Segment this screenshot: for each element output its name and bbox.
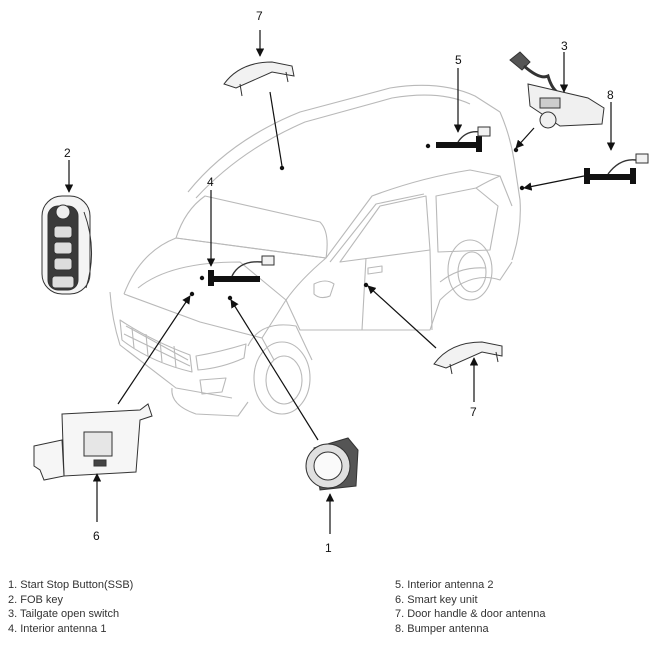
legend-item-1: 1. Start Stop Button(SSB) <box>8 579 134 591</box>
bumper-antenna-illustration <box>584 153 649 184</box>
callout-5: 5 <box>455 53 462 67</box>
legend-item-4: 4. Interior antenna 1 <box>8 622 107 635</box>
legend-item-2: 2. FOB key <box>8 593 64 606</box>
callout-4: 4 <box>207 175 214 189</box>
legend-item-3: 3. Tailgate open switch <box>8 608 120 620</box>
legend-item-8: 8. Bumper antenna <box>395 622 489 635</box>
smart-key-system-diagram: 1 2 3 4 5 6 7 7 8 <box>33 9 649 555</box>
legend-left-column: 1. Start Stop Button(SSB) 2. FOB key 3. … <box>8 578 133 636</box>
callout-7-bottom: 7 <box>470 405 477 419</box>
leader-lines <box>64 30 616 534</box>
location-dots <box>189 143 525 301</box>
vehicle-outline <box>109 84 521 417</box>
callout-3: 3 <box>561 39 568 53</box>
callout-7-top: 7 <box>256 9 263 23</box>
callout-1: 1 <box>325 541 332 555</box>
door-handle-bottom-illustration <box>433 341 503 375</box>
interior-antenna-1-illustration <box>208 255 275 286</box>
fob-key-illustration <box>41 195 93 295</box>
callout-8: 8 <box>607 88 614 102</box>
legend-item-7: 7. Door handle & door antenna <box>395 608 546 620</box>
callout-6: 6 <box>93 529 100 543</box>
smart-key-unit-illustration <box>33 403 153 481</box>
legend-right-column: 5. Interior antenna 2 6. Smart key unit … <box>395 578 545 636</box>
legend-item-6: 6. Smart key unit <box>395 593 478 606</box>
callout-2: 2 <box>64 146 71 160</box>
interior-antenna-2-illustration <box>436 126 491 152</box>
door-handle-top-illustration <box>223 61 295 97</box>
legend-item-5: 5. Interior antenna 2 <box>395 579 494 591</box>
start-stop-button-illustration <box>305 437 359 491</box>
tailgate-switch-illustration <box>509 51 605 129</box>
